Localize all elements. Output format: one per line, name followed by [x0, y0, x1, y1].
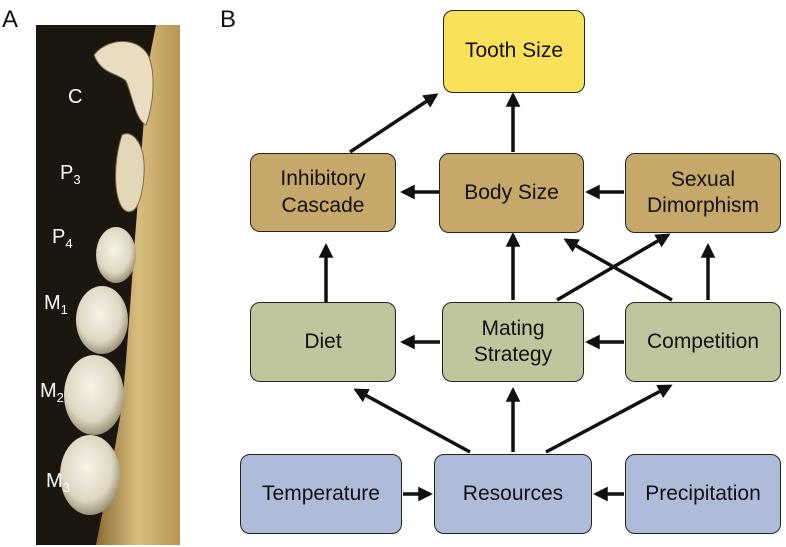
tooth-label-m3: M3 — [46, 470, 70, 495]
node-sexual-dimorphism: Sexual Dimorphism — [625, 153, 781, 233]
node-competition: Competition — [625, 302, 781, 382]
node-tooth-size: Tooth Size — [443, 10, 585, 93]
arrow-resources-to-diet — [353, 388, 471, 454]
node-diet: Diet — [250, 302, 396, 382]
tooth-label-p3: P3 — [60, 162, 81, 187]
node-temperature: Temperature — [240, 454, 402, 534]
arrow-resources-to-competition — [545, 384, 673, 454]
tooth-label-p4: P4 — [52, 226, 73, 251]
node-mating-strategy: Mating Strategy — [442, 302, 584, 382]
tooth-label-m1: M1 — [44, 292, 68, 317]
jaw-illustration — [60, 25, 180, 545]
node-body-size: Body Size — [439, 153, 584, 233]
node-inhibitory-cascade: Inhibitory Cascade — [250, 153, 396, 232]
arrow-cascade-to-tooth-size — [349, 93, 439, 154]
panel-a-label: A — [2, 6, 19, 33]
tooth-row-photo: C P3 P4 M1 M2 M3 — [36, 25, 180, 545]
panel-b-label: B — [220, 6, 237, 33]
tooth-label-c: C — [68, 86, 83, 108]
node-resources: Resources — [434, 454, 592, 534]
arrow-competition-to-body-size — [563, 238, 673, 302]
tooth-label-m2: M2 — [40, 380, 64, 405]
node-precipitation: Precipitation — [625, 454, 781, 534]
